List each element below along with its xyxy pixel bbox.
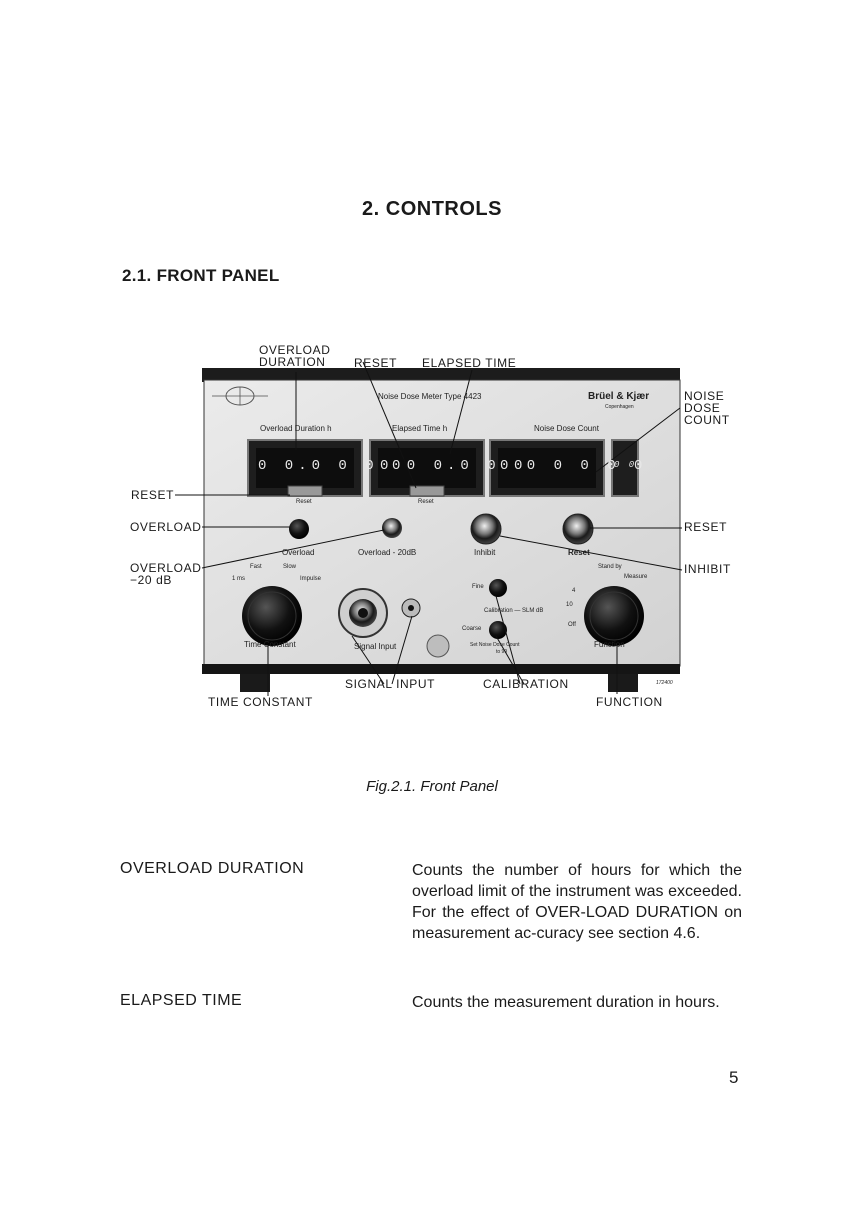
counter-noise-dose-count: 0 0 0 0 0 0 (500, 458, 648, 474)
panel-signal-input-label: Signal Input (354, 642, 397, 651)
foot-left (240, 674, 270, 692)
panel-overload-20db-label: Overload - 20dB (358, 548, 417, 557)
callout-reset-top: RESET (354, 356, 398, 370)
panel-stand-by-label: Stand by (598, 564, 622, 570)
section-title: 2.1. FRONT PANEL (122, 266, 280, 285)
figure-caption: Fig.2.1. Front Panel (366, 778, 498, 795)
term-overload-duration: OVERLOAD DURATION (120, 860, 305, 877)
panel-ten-label: 10 (566, 602, 573, 608)
callout-time-constant: TIME CONSTANT (208, 695, 313, 709)
panel-brand: Brüel & Kjær (588, 391, 650, 402)
cabinet-top (202, 368, 680, 382)
reset-lever-overload (287, 485, 323, 497)
callout-calibration: CALIBRATION (483, 677, 569, 691)
front-panel-figure: OVERLOAD DURATION RESET ELAPSED TIME NOI… (0, 330, 864, 730)
panel-overload-duration-label: Overload Duration h (260, 424, 332, 433)
panel-inhibit-label: Inhibit (474, 548, 496, 557)
desc-elapsed-time: Counts the measurement duration in hours… (412, 994, 720, 1011)
panel-fine-label: Fine (472, 584, 484, 590)
callout-reset-right: RESET (684, 520, 728, 534)
callout-reset-left: RESET (131, 488, 175, 502)
panel-1ms-label: 1 ms (232, 576, 246, 582)
panel-fast-label: Fast (250, 564, 262, 570)
panel-function-label: Function (594, 640, 625, 649)
panel-reset-label-2: Reset (418, 499, 434, 505)
callout-lines (175, 361, 683, 696)
reset-lever-elapsed (409, 485, 445, 497)
desc-overload-duration: Counts the number of hours for which the… (412, 862, 742, 942)
panel-coarse-label: Coarse (462, 626, 482, 632)
counter-elapsed-time: 0 0 0.0 0 0 (380, 458, 528, 474)
panel-reset-label-1: Reset (296, 499, 312, 505)
callout-signal-input: SIGNAL INPUT (345, 677, 436, 691)
panel-off-label: Off (568, 622, 576, 628)
panel-four-label: 4 (572, 588, 576, 594)
term-elapsed-time: ELAPSED TIME (120, 992, 243, 1009)
page-number: 5 (729, 1068, 739, 1087)
function-knob (584, 586, 644, 646)
panel-photo-number: 172400 (656, 680, 673, 686)
callout-function: FUNCTION (596, 695, 663, 709)
panel-slow-label: Slow (283, 564, 297, 570)
panel-elapsed-time-label: Elapsed Time h (392, 424, 448, 433)
panel-reset-label-3: Reset (568, 548, 590, 557)
panel-brand-city: Copenhagen (605, 404, 634, 410)
callout-overload-20db: OVERLOAD −20 dB (130, 561, 202, 587)
callout-noise-dose-count: NOISE DOSE COUNT (684, 389, 730, 427)
panel-time-constant-label: Time Constant (244, 640, 296, 649)
callout-elapsed-time: ELAPSED TIME (422, 356, 517, 370)
panel-impulse-label: Impulse (300, 576, 322, 582)
globe-logo-icon (212, 386, 268, 406)
callout-overload: OVERLOAD (130, 520, 202, 534)
callout-overload-duration: OVERLOAD DURATION (259, 343, 331, 369)
reset-button (562, 513, 594, 545)
overload-indicator (289, 519, 309, 539)
panel-noise-dose-count-label: Noise Dose Count (534, 424, 599, 433)
panel-set-noise-line2: to 99 (496, 649, 508, 655)
callout-inhibit: INHIBIT (684, 562, 731, 576)
panel-instrument-name: Noise Dose Meter Type 4423 (378, 392, 482, 401)
inhibit-button (470, 513, 502, 545)
cabinet-bottom (202, 664, 680, 674)
signal-input-clamp (426, 634, 450, 658)
panel-set-noise-line1: Set Noise Dose Count (470, 642, 520, 648)
time-constant-knob (242, 586, 302, 646)
coarse-calibration-screw (489, 621, 507, 639)
panel-calibration-label: Calibration — SLM dB (484, 608, 544, 614)
overload-20db-indicator (382, 518, 402, 538)
panel-overload-label: Overload (282, 548, 315, 557)
front-panel-illustration (175, 361, 683, 696)
fine-calibration-screw (489, 579, 507, 597)
panel-measure-label: Measure (624, 574, 648, 580)
counter-extra: 0 0 (614, 460, 637, 470)
chapter-title: 2. CONTROLS (362, 198, 502, 220)
foot-right (608, 674, 638, 692)
counter-overload-duration: 0 0.0 0 0 0 (258, 458, 406, 474)
